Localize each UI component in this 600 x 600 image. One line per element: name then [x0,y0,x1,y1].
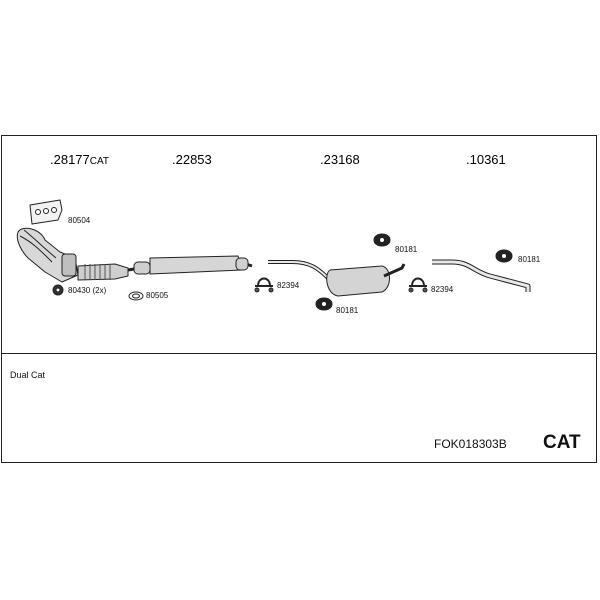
label-clamp-2: 82394 [431,285,454,294]
rubber-hanger-icon [495,249,513,263]
part-number-text: .23168 [320,152,360,167]
label-hanger-3: 80181 [518,255,541,264]
label-gasket-manifold: 80504 [68,216,91,225]
rubber-hanger-icon [315,297,333,311]
manifold-catalyst-icon [16,227,79,283]
rear-pipe-silencer-icon [268,260,406,297]
part-number-text: .22853 [172,152,212,167]
nut-icon [52,284,64,296]
label-clamp-1: 82394 [277,281,300,290]
clamp-icon [254,277,274,293]
diagram-frame [1,135,597,463]
manifold-gasket-icon [29,199,63,225]
part-number-23168: .23168 [320,152,360,167]
label-hanger-1: 80181 [395,245,418,254]
product-code: FOK018303B [434,437,507,451]
middle-silencer-icon [127,255,253,275]
part-number-28177: .28177CAT [50,152,109,167]
tail-pipe-icon [432,259,531,292]
category-badge: CAT [543,432,581,453]
part-number-suffix: CAT [89,156,110,167]
label-hanger-2: 80181 [336,306,359,315]
part-number-10361: .10361 [466,152,506,167]
rubber-hanger-icon [373,233,391,247]
part-number-text: .28177 [50,152,90,167]
gasket-ring-icon [128,291,144,301]
section-divider [1,353,597,354]
flex-pipe-icon [77,263,129,281]
clamp-icon [408,277,428,293]
label-nut: 80430 (2x) [68,286,107,295]
variant-note: Dual Cat [10,370,46,380]
label-gasket-ring: 80505 [146,291,169,300]
part-number-22853: .22853 [172,152,212,167]
part-number-text: .10361 [466,152,506,167]
